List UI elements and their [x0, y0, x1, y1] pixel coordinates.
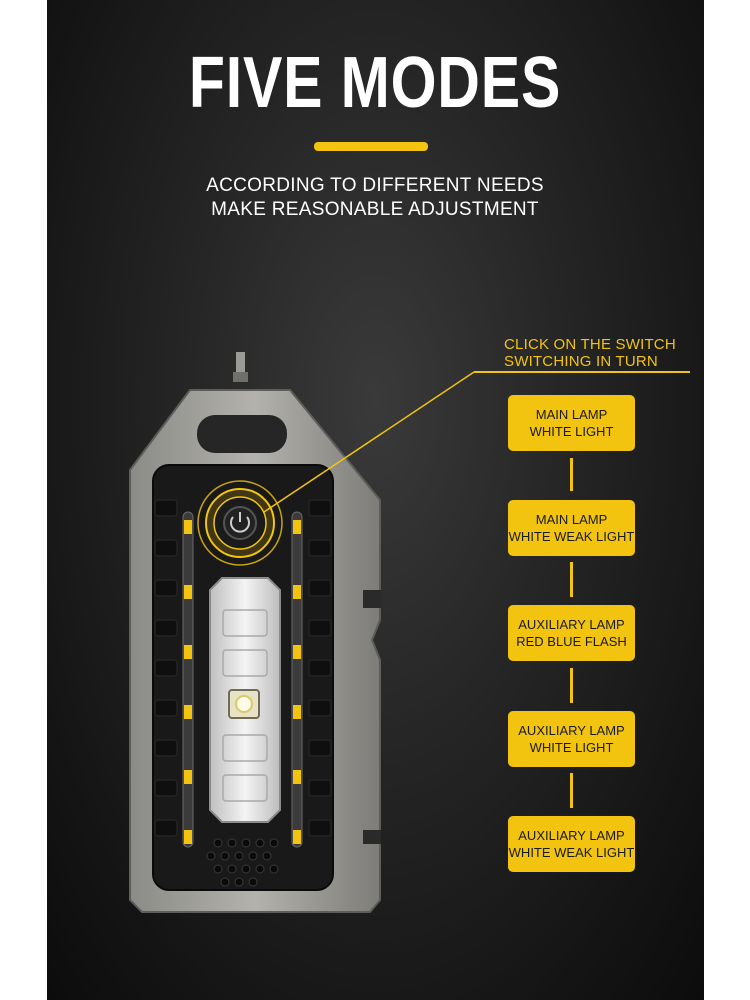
mode-4-line-1: AUXILIARY LAMP — [518, 723, 625, 738]
page-title: FIVE MODES — [188, 43, 562, 123]
mode-box-3: AUXILIARY LAMP RED BLUE FLASH — [508, 605, 635, 661]
callout-underline — [474, 371, 690, 373]
mode-1-line-1: MAIN LAMP — [535, 407, 608, 422]
mode-5-line-1: AUXILIARY LAMP — [518, 828, 625, 843]
mode-box-1: MAIN LAMP WHITE LIGHT — [508, 395, 635, 451]
mode-2-line-2: WHITE WEAK LIGHT — [508, 529, 635, 544]
callout-line-1: CLICK ON THE SWITCH — [504, 336, 676, 353]
glass-breaker-pin — [236, 352, 245, 382]
mode-connector — [570, 458, 573, 491]
callout-line-2: SWITCHING IN TURN — [504, 353, 658, 370]
mode-1-line-2: WHITE LIGHT — [529, 424, 614, 439]
mode-4-line-2: WHITE LIGHT — [529, 740, 614, 755]
mode-box-2: MAIN LAMP WHITE WEAK LIGHT — [508, 500, 635, 556]
speaker-grille — [206, 838, 279, 887]
mode-connector — [570, 562, 573, 597]
mode-box-5: AUXILIARY LAMP WHITE WEAK LIGHT — [508, 816, 635, 872]
mode-3-line-1: AUXILIARY LAMP — [518, 617, 625, 632]
mode-connector — [570, 773, 573, 808]
mode-connector — [570, 668, 573, 703]
mode-box-4: AUXILIARY LAMP WHITE LIGHT — [508, 711, 635, 767]
power-switch-icon[interactable] — [223, 506, 257, 540]
callout-leader-line — [263, 371, 475, 513]
right-light-strip — [291, 511, 303, 848]
mode-3-line-2: RED BLUE FLASH — [516, 634, 627, 649]
left-light-strip — [182, 511, 194, 848]
mode-2-line-1: MAIN LAMP — [535, 512, 608, 527]
subtitle-line-2: MAKE REASONABLE ADJUSTMENT — [211, 199, 539, 220]
subtitle-line-1: ACCORDING TO DIFFERENT NEEDS — [206, 175, 544, 196]
title-accent-bar — [314, 142, 428, 151]
keyring-slot — [197, 415, 287, 453]
mode-5-line-2: WHITE WEAK LIGHT — [508, 845, 635, 860]
